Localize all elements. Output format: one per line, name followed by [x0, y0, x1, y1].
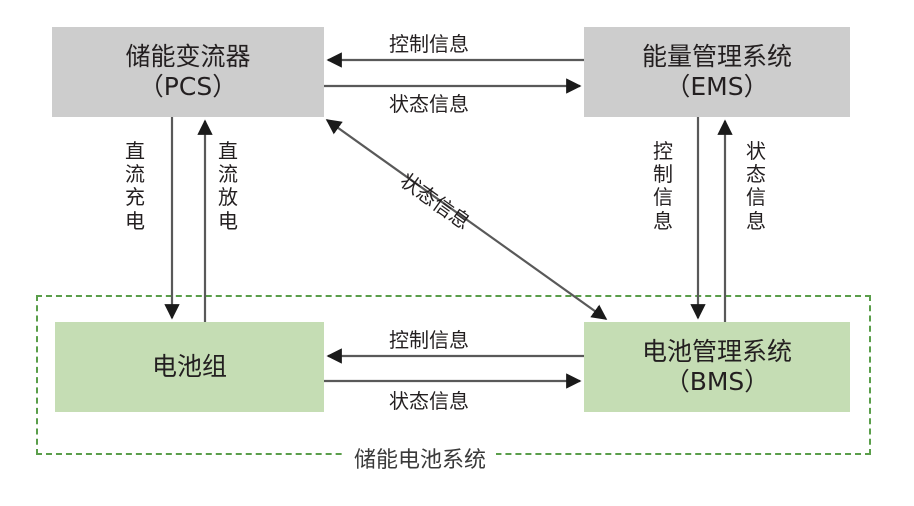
- node-ems-line2: （EMS）: [665, 72, 769, 101]
- edge-label-battery-to-bms-status: 状态信息: [389, 389, 469, 413]
- node-bms-line1: 电池管理系统: [641, 336, 792, 366]
- node-pcs-line1: 储能变流器: [125, 41, 251, 71]
- edge-label-ems-to-bms-control: 控制信息: [653, 139, 673, 233]
- node-bms-line2: （BMS）: [664, 367, 770, 396]
- node-pcs-line2: （PCS）: [138, 72, 238, 101]
- node-bms[interactable]: 电池管理系统 （BMS）: [584, 322, 850, 412]
- node-battery-pack[interactable]: 电池组: [55, 322, 324, 412]
- node-battery-pack-line1: 电池组: [151, 351, 227, 381]
- node-pcs[interactable]: 储能变流器 （PCS）: [52, 27, 324, 117]
- edge-label-ems-to-pcs-control: 控制信息: [389, 32, 469, 56]
- edge-label-bms-to-ems-status: 状态信息: [746, 139, 766, 233]
- edge-label-bms-to-battery-control: 控制信息: [389, 328, 469, 352]
- node-ems[interactable]: 能量管理系统 （EMS）: [584, 27, 850, 117]
- edge-label-battery-to-pcs-discharge: 直流放电: [218, 139, 238, 233]
- node-ems-line1: 能量管理系统: [641, 41, 792, 71]
- edge-label-pcs-to-ems-status: 状态信息: [389, 92, 469, 116]
- edge-label-pcs-to-battery-charge: 直流充电: [125, 139, 145, 233]
- battery-system-group-caption: 储能电池系统: [344, 442, 497, 474]
- edge-label-bms-pcs-status-diagonal: 状态信息: [395, 168, 475, 235]
